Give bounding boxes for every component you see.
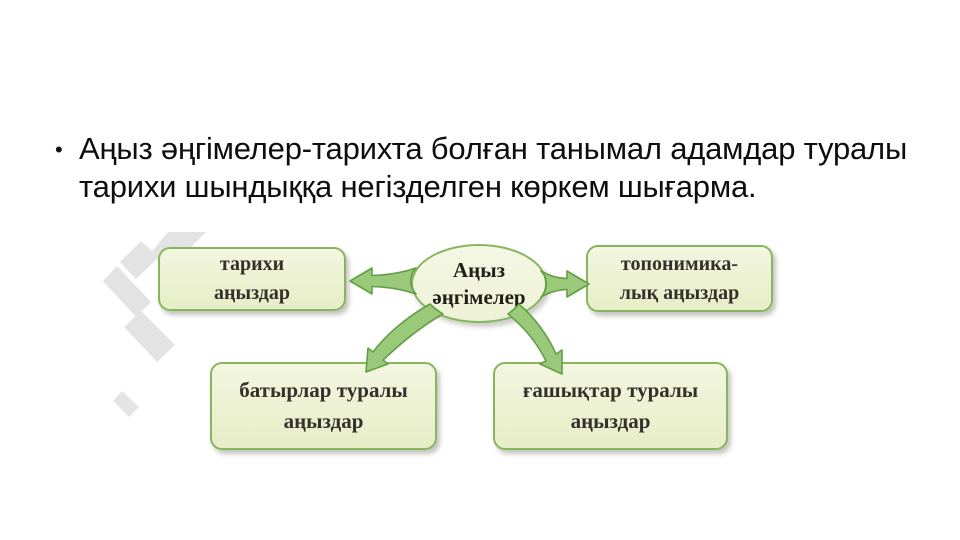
definition-line-2: тарихи шындыққа негізделген көркем шығар…: [79, 169, 757, 204]
center-label-line: Аңыз: [452, 257, 506, 282]
node-central-legend-stories: Аңыз әңгімелер: [411, 244, 547, 323]
node-label-line: аңыздар: [213, 282, 291, 304]
node-label-line: тарихи: [219, 253, 285, 275]
bullet-item: • Аңыз әңгімелер-тарихта болған танымал …: [55, 130, 915, 206]
node-hero-legends: батырлар туралы аңыздар: [210, 362, 437, 450]
legend-types-diagram: тарихи аңыздар Аңыз әңгімелер топонимика…: [0, 215, 960, 480]
center-label-line: әңгімелер: [432, 284, 526, 309]
node-toponymic-legends: топонимика- лық аңыздар: [586, 245, 773, 312]
bullet-marker: •: [55, 137, 63, 162]
node-label-line: ғашықтар туралы: [522, 378, 699, 402]
definition-line-1: Аңыз әңгімелер-тарихта болған танымал ад…: [79, 131, 908, 166]
diagram-nodes-layer: тарихи аңыздар Аңыз әңгімелер топонимика…: [0, 215, 960, 480]
definition-text: Аңыз әңгімелер-тарихта болған танымал ад…: [79, 130, 907, 206]
node-historical-legends: тарихи аңыздар: [158, 247, 346, 311]
node-label-line: аңыздар: [283, 409, 364, 433]
node-label-line: аңыздар: [570, 409, 651, 433]
node-label-line: топонимика-: [620, 252, 739, 275]
node-label-line: лық аңыздар: [619, 281, 740, 304]
node-label-line: батырлар туралы: [239, 378, 408, 402]
node-lover-legends: ғашықтар туралы аңыздар: [493, 362, 728, 450]
